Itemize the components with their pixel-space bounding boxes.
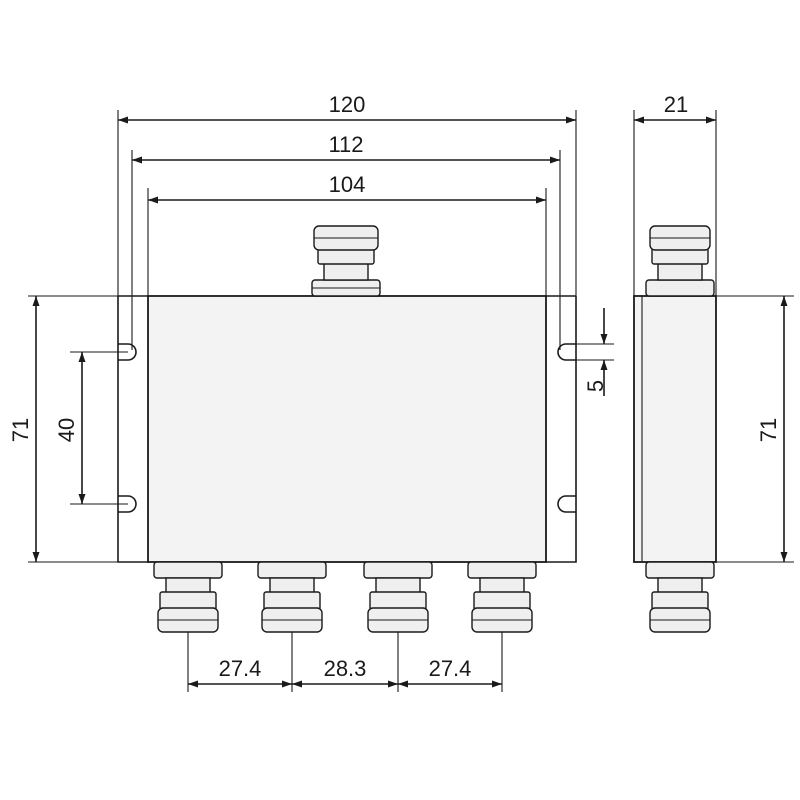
output-connector-1: [153, 561, 223, 633]
dim-label-5: 5: [583, 380, 608, 392]
main-body: [147, 295, 547, 563]
input-connector-top: [311, 225, 381, 297]
front-view: 120 112 104 71 40 5: [8, 92, 614, 692]
dim-label-112: 112: [328, 132, 363, 157]
output-connector-4: [467, 561, 537, 633]
output-connectors: [153, 561, 537, 633]
output-connector-3: [363, 561, 433, 633]
dim-label-71-side: 71: [756, 418, 781, 442]
dim-label-120: 120: [329, 92, 366, 117]
dim-label-21: 21: [664, 92, 688, 117]
left-slot-top: [118, 343, 137, 361]
right-slot-bottom: [557, 495, 576, 513]
right-slot-top: [557, 343, 576, 361]
dim-label-104: 104: [329, 172, 366, 197]
dim-label-pitch-1: 27.4: [219, 656, 262, 681]
side-view: 21 71: [633, 92, 794, 633]
side-body: [633, 295, 717, 563]
left-slot-bottom: [118, 495, 137, 513]
output-connector-2: [257, 561, 327, 633]
dim-label-40: 40: [54, 418, 79, 442]
dim-label-pitch-3: 27.4: [429, 656, 472, 681]
dim-label-pitch-2: 28.3: [324, 656, 367, 681]
side-connector-bottom: [645, 561, 715, 633]
dim-label-71-front: 71: [8, 418, 33, 442]
side-connector-top: [645, 225, 715, 297]
